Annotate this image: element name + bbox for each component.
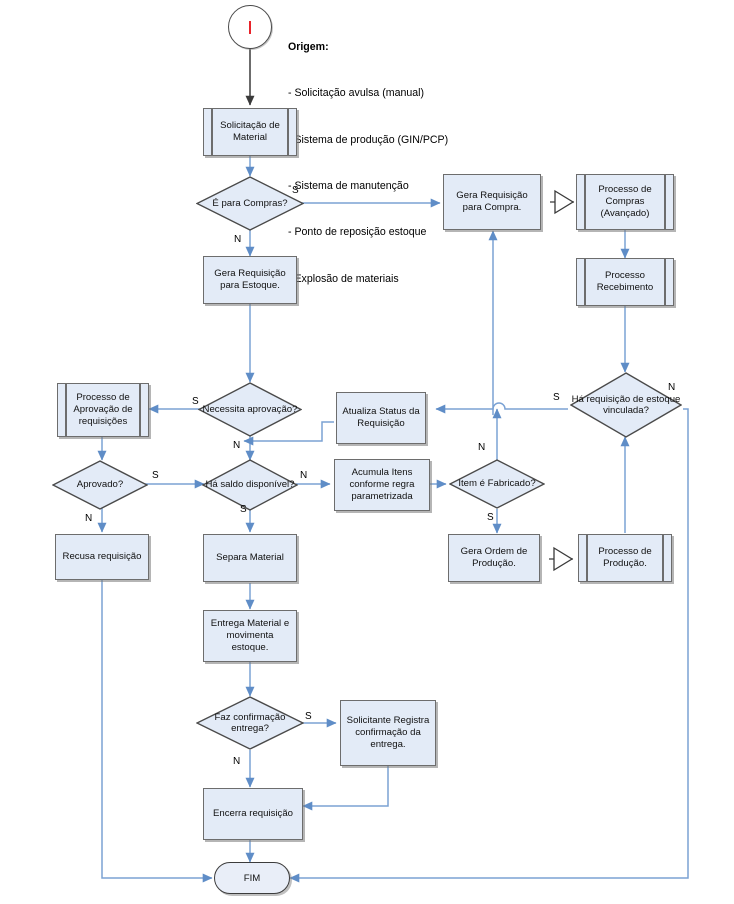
- diamond-shape: [196, 176, 304, 231]
- origin-note: Origem: - Solicitação avulsa (manual) - …: [288, 9, 448, 318]
- edge-label-compras-n: N: [234, 234, 242, 245]
- offpage-connector-triangle-producao: [549, 546, 574, 572]
- node-encerra-requisicao[interactable]: Encerra requisição: [203, 788, 303, 840]
- edge-label-compras-s: S: [292, 185, 299, 196]
- node-recusa-requisicao[interactable]: Recusa requisição: [55, 534, 149, 580]
- node-label: Faz confirmação entrega?: [214, 711, 286, 735]
- edge-recusa-to-fim: [101, 580, 213, 883]
- edge-label-aprovado-s: S: [152, 470, 159, 481]
- node-label: Solicitação de Material: [220, 120, 280, 143]
- edge-label-confirma-n: N: [233, 756, 241, 767]
- edge-harequisicao-n-to-fim: [289, 408, 689, 883]
- node-label: Aprovado?: [76, 479, 124, 491]
- edge-label-vinculada-s: S: [553, 392, 560, 403]
- origin-note-line-5: - Explosão de materiais: [288, 272, 399, 285]
- edge-harequisicao-s-to-atualiza: [435, 402, 568, 414]
- node-acumula-itens[interactable]: Acumula Itens conforme regra parametriza…: [334, 459, 430, 511]
- node-label: Há saldo disponível?: [205, 479, 295, 491]
- edge-label-aprovado-n: N: [85, 513, 93, 524]
- edge-label-fabricado-n: N: [478, 442, 486, 453]
- edge-label-confirma-s: S: [305, 711, 312, 722]
- edge-solicitante-to-encerra: [302, 766, 389, 811]
- node-label: É para Compras?: [212, 197, 288, 209]
- node-atualiza-status-da-requisicao[interactable]: Atualiza Status da Requisição: [336, 392, 426, 444]
- diamond-shape: [202, 459, 298, 511]
- diamond-shape: [570, 372, 682, 438]
- node-label: Processo de Aprovação de requisições: [73, 392, 133, 427]
- node-label: Acumula Itens conforme regra parametriza…: [349, 467, 415, 502]
- edge-label-necessita-s: S: [192, 396, 199, 407]
- node-label: Necessita aprovação?: [202, 403, 298, 415]
- node-label: Processo de Produção.: [598, 546, 652, 569]
- node-fim[interactable]: FIM: [214, 862, 290, 894]
- node-label: Atualiza Status da Requisição: [342, 406, 420, 429]
- node-solicitante-registra-confirmacao[interactable]: Solicitante Registra confirmação da entr…: [340, 700, 436, 766]
- edge-label-saldo-n: N: [300, 470, 308, 481]
- node-label: Gera Ordem de Produção.: [460, 546, 528, 569]
- node-label: Item é Fabricado?: [458, 478, 536, 490]
- diamond-shape: [196, 696, 304, 750]
- origin-note-line-4: - Ponto de reposição estoque: [288, 226, 427, 239]
- node-aprovado[interactable]: Aprovado?: [52, 460, 148, 510]
- node-start[interactable]: [228, 5, 272, 49]
- node-label: Gera Requisição para Estoque.: [214, 268, 286, 291]
- origin-note-line-3: - Sistema de manutenção: [288, 179, 409, 192]
- node-processo-de-aprovacao[interactable]: Processo de Aprovação de requisições: [57, 383, 149, 437]
- node-separa-material[interactable]: Separa Material: [203, 534, 297, 582]
- node-label: Entrega Material e movimenta estoque.: [210, 618, 290, 653]
- node-e-para-compras[interactable]: É para Compras?: [196, 176, 304, 231]
- node-gera-requisicao-para-estoque[interactable]: Gera Requisição para Estoque.: [203, 256, 297, 304]
- node-necessita-aprovacao[interactable]: Necessita aprovação?: [198, 382, 302, 437]
- edge-label-saldo-s: S: [240, 504, 247, 515]
- diamond-shape: [449, 459, 545, 509]
- diamond-shape: [198, 382, 302, 437]
- node-ha-requisicao-de-estoque-vinculada[interactable]: Há requisição de estoque vinculada?: [570, 372, 682, 438]
- node-item-e-fabricado[interactable]: Item é Fabricado?: [449, 459, 545, 509]
- node-label: FIM: [243, 872, 261, 884]
- start-marker-icon: [249, 20, 251, 34]
- origin-note-heading: Origem:: [288, 40, 329, 53]
- node-gera-ordem-de-producao[interactable]: Gera Ordem de Produção.: [448, 534, 540, 582]
- edge-label-fabricado-s: S: [487, 512, 494, 523]
- node-solicitacao-de-material[interactable]: Solicitação de Material: [203, 108, 297, 156]
- node-label: Recusa requisição: [62, 551, 142, 562]
- node-ha-saldo-disponivel[interactable]: Há saldo disponível?: [202, 459, 298, 511]
- node-entrega-material[interactable]: Entrega Material e movimenta estoque.: [203, 610, 297, 662]
- node-faz-confirmacao-entrega[interactable]: Faz confirmação entrega?: [196, 696, 304, 750]
- edge-atualiza-to-necessitastem: [243, 421, 334, 446]
- node-label: Gera Requisição para Compra.: [456, 190, 528, 213]
- origin-note-line-1: - Solicitação avulsa (manual): [288, 87, 425, 100]
- edge-label-vinculada-n: N: [668, 382, 676, 393]
- node-processo-de-compras[interactable]: Processo de Compras (Avançado): [576, 174, 674, 230]
- node-label: Processo de Compras (Avançado): [598, 184, 652, 219]
- node-label: Solicitante Registra confirmação da entr…: [346, 715, 430, 750]
- offpage-connector-triangle-compras: [550, 189, 575, 215]
- node-label: Há requisição de estoque vinculada?: [571, 393, 681, 417]
- node-gera-requisicao-para-compra[interactable]: Gera Requisição para Compra.: [443, 174, 541, 230]
- node-label: Encerra requisição: [213, 808, 293, 819]
- node-processo-de-producao[interactable]: Processo de Produção.: [578, 534, 672, 582]
- node-label: Separa Material: [216, 552, 284, 563]
- node-processo-recebimento[interactable]: Processo Recebimento: [576, 258, 674, 306]
- node-label: Processo Recebimento: [596, 270, 654, 293]
- edge-label-necessita-n: N: [233, 440, 241, 451]
- diamond-shape: [52, 460, 148, 510]
- origin-note-line-2: - Sistema de produção (GIN/PCP): [288, 133, 449, 146]
